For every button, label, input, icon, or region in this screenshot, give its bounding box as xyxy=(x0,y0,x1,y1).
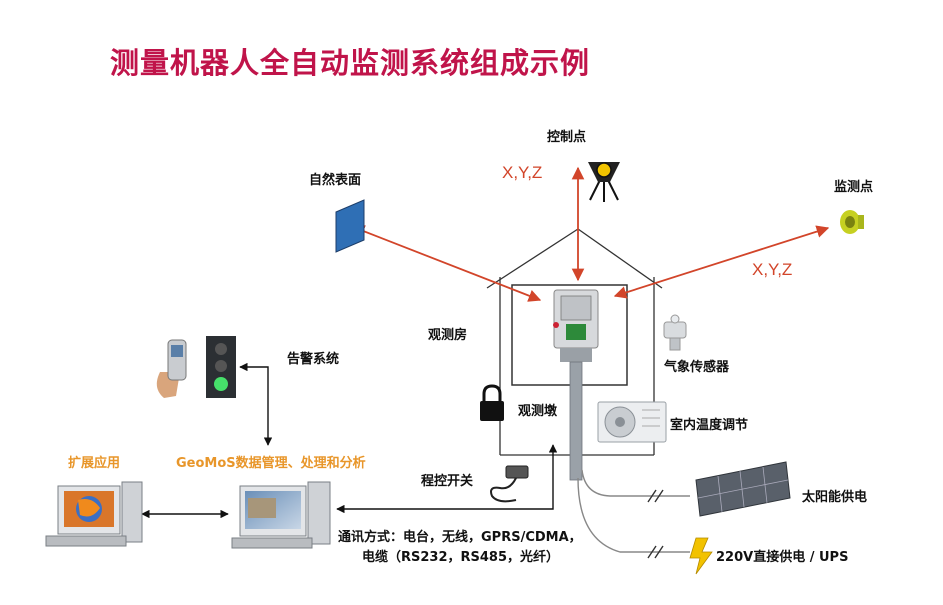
phone-icon xyxy=(156,339,187,398)
air-conditioner-icon xyxy=(597,401,667,443)
surface-panel-icon xyxy=(335,199,365,253)
label-alarm-system: 告警系统 xyxy=(287,352,340,367)
tripod-prism-icon xyxy=(588,162,620,202)
connector-arrows xyxy=(141,362,558,519)
padlock-icon xyxy=(480,384,504,421)
total-station-icon xyxy=(553,289,599,362)
solar-panel-icon xyxy=(695,461,791,517)
prism-target-icon xyxy=(840,210,864,234)
label-comm-line1: 通讯方式：电台，无线，GPRS/CDMA， xyxy=(338,530,582,545)
label-control-point: 控制点 xyxy=(547,130,587,145)
label-mains-power: 220V直接供电 / UPS xyxy=(716,550,849,565)
computer-icon xyxy=(231,481,331,549)
label-monitor-point: 监测点 xyxy=(834,180,874,195)
label-weather-sensor: 气象传感器 xyxy=(664,360,730,375)
arrow-to-surface xyxy=(351,225,542,302)
traffic-light-icon xyxy=(206,336,236,398)
measurement-arrows xyxy=(351,166,830,302)
xyz-label-right: X,Y,Z xyxy=(752,260,793,279)
arrow-to-monitor xyxy=(613,225,830,299)
label-observation-room: 观测房 xyxy=(428,328,468,343)
diagram-title: 测量机器人全自动监测系统组成示例 xyxy=(110,46,591,80)
label-remote-switch: 程控开关 xyxy=(421,474,474,489)
label-comm-line2: 电缆（RS232，RS485，光纤） xyxy=(362,550,560,565)
computer-icon xyxy=(45,481,143,547)
label-solar-power: 太阳能供电 xyxy=(802,490,868,505)
weather-sensor-icon xyxy=(663,314,687,351)
observation-pier xyxy=(569,361,583,481)
label-observation-pier: 观测墩 xyxy=(518,404,558,419)
label-geomos: GeoMoS数据管理、处理和分析 xyxy=(176,456,366,471)
power-cables xyxy=(577,469,690,559)
label-indoor-temp: 室内温度调节 xyxy=(670,418,749,433)
label-natural-surface: 自然表面 xyxy=(309,173,362,188)
label-ext-app: 扩展应用 xyxy=(68,456,121,471)
switch-icon xyxy=(490,465,529,503)
lightning-icon xyxy=(689,537,713,575)
xyz-label-top: X,Y,Z xyxy=(502,163,543,182)
